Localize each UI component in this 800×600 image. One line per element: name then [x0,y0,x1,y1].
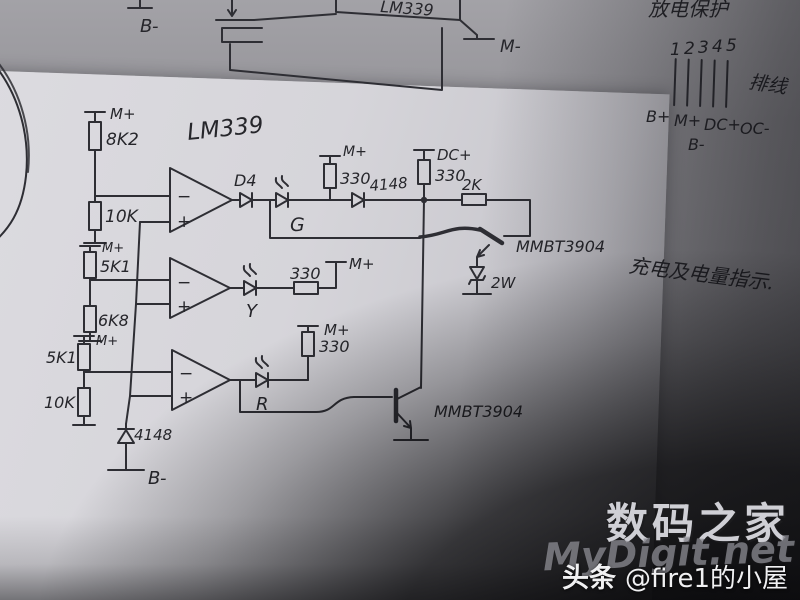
dc-rail [413,149,435,204]
resistor-value: 8K2 [106,130,139,150]
input-plus: + [177,297,191,317]
transistor-q1 [269,199,505,267]
diode-value: 4148 [369,174,409,195]
pin-number: 1 [670,40,681,60]
signal-label: OC- [740,119,770,138]
mosfet-symbol [215,0,263,43]
zener-2w [462,266,492,295]
resistor-value: 5K1 [46,348,77,367]
m-plus-label: M+ [110,105,136,123]
lm339-label: LM339 [186,112,265,146]
pin-number: 5 [726,36,737,56]
input-minus: − [177,273,191,293]
m-plus-label: M+ [343,144,367,160]
resistor-value: 2K [462,176,483,194]
resistor-330-red [297,325,319,381]
pin-number: 4 [712,37,723,57]
pin-lines [673,58,729,108]
diode-label: D4 [234,171,257,190]
note-title: 放电保护 [648,0,730,21]
b-minus-label: B- [148,468,167,489]
ribbon-label: 排线 [747,71,790,98]
comparator-3 [83,349,257,411]
diode-value: 4148 [134,426,172,444]
caption-handle: @fire1的小屋 [624,564,788,594]
resistor-value: 330 [435,166,466,185]
resistor-value: 330 [319,337,350,356]
led-yellow [242,263,295,296]
signal-label: B+ [646,107,670,126]
signal-label: DC+ [704,115,741,134]
m-plus-label: M+ [349,255,375,273]
ground-symbol-m-minus [459,19,495,40]
ic-label: LM339 [380,0,434,20]
watermark-site-name: 数码之家 [605,499,790,548]
side-annotation: 充电及电量指示. [627,253,775,295]
resistor-value: 10K [105,207,140,227]
cable-object [0,63,30,238]
led-label: Y [246,301,259,322]
caption-brand: 头条 [561,563,616,594]
resistor-value: 330 [340,169,371,188]
author-caption: 头条 @fire1的小屋 [562,556,788,595]
pin-number: 3 [698,38,709,58]
signal-label-b-minus: B- [688,135,705,154]
resistor-value: 6K8 [98,311,129,330]
input-minus: − [179,364,193,384]
resistor-330-green [319,155,341,201]
m-plus-label: M+ [324,321,350,339]
led-label: G [290,214,305,236]
connector-note: 放电保护 1 2 3 4 5 排线 B+ M+ DC+ OC- B- [646,0,790,154]
resistor-value: 10K [44,393,76,412]
input-plus: + [179,388,193,408]
input-minus: − [177,187,191,207]
wire-loop [229,27,443,91]
ground-symbol [127,0,153,9]
zener-label: 2W [491,274,517,292]
resistor-value: 5K1 [100,257,131,276]
transistor-label: MMBT3904 [516,237,605,256]
m-minus-label: M- [500,37,521,57]
m-plus-label: M+ [96,334,118,349]
b-minus-label: B- [140,16,159,37]
top-partial-circuit: B- LM339 M- [127,0,521,91]
main-schematic: LM339 M+ 8K2 10K − + [44,105,605,489]
m-plus-label: M+ [102,241,124,256]
led-red [254,355,309,388]
divider-row1 [83,111,107,244]
pin-number: 2 [684,39,695,59]
signal-label: M+ [674,111,701,130]
diode-4148-series [351,192,463,208]
input-plus: + [177,212,191,232]
transistor-label: MMBT3904 [434,402,523,421]
resistor-value: 330 [290,264,321,283]
dc-plus-label: DC+ [437,146,472,164]
wire [253,13,337,21]
